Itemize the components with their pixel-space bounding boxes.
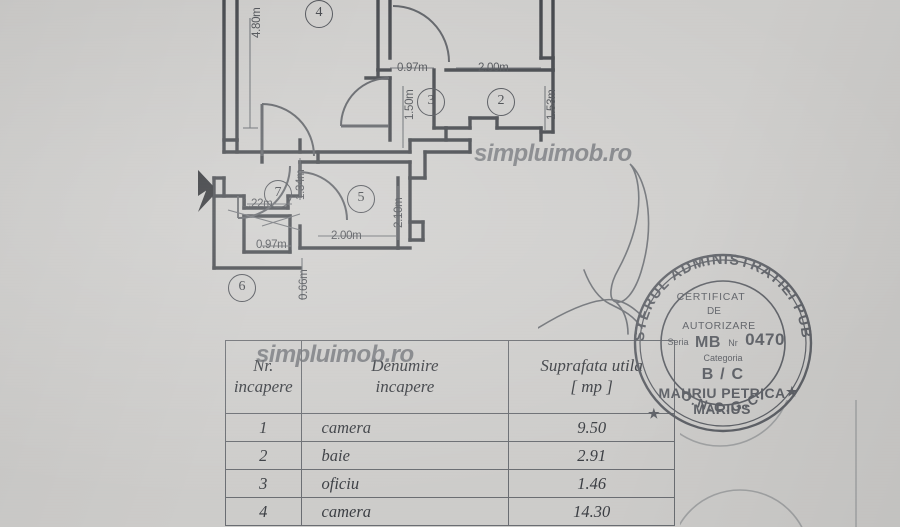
cell-area: 1.46 — [508, 469, 675, 498]
cell-nr: 1 — [225, 413, 302, 442]
dimension-1-53m: 1.53m — [546, 89, 558, 120]
dimension-4-80m: 4.80m — [251, 7, 263, 38]
dimension-0-66m: 0.66m — [298, 269, 310, 300]
room-badge-4: 4 — [305, 0, 333, 28]
dimension-2-10m: 2.10m — [393, 197, 405, 228]
cell-area: 2.91 — [508, 441, 675, 470]
header-cell-nr: Nr. incapere — [225, 340, 302, 414]
cell-nr: 3 — [225, 469, 302, 498]
room-badge-6: 6 — [228, 274, 256, 302]
header-nr-line1: Nr. — [253, 356, 274, 376]
room-badge-3: 3 — [417, 88, 445, 116]
header-nr-line2: incapere — [233, 377, 293, 396]
dimension-2-00m-top: 2.00m — [478, 62, 509, 74]
cell-name: camera — [300, 413, 510, 442]
table-body: 1 camera 9.50 2 baie 2.91 3 oficiu 1.46 … — [225, 413, 675, 526]
room-badge-7: 7 — [264, 180, 292, 208]
table-row: 1 camera 9.50 — [225, 413, 675, 442]
dimension-1-34m: 1.34m — [295, 169, 307, 200]
door-arc-room4 — [261, 103, 315, 157]
entrance-arrow-head — [198, 170, 213, 196]
room-badge-5: 5 — [347, 185, 375, 213]
dimension-lines — [227, 18, 546, 300]
header-area-line1: Suprafata utila — [540, 356, 643, 376]
header-name-line1: Denumire — [371, 356, 439, 376]
table-row: 2 baie 2.91 — [225, 441, 675, 470]
door-arc-room5 — [298, 171, 348, 221]
header-name-line2: incapere — [375, 377, 435, 396]
header-cell-area: Suprafata utila [ mp ] — [508, 340, 675, 414]
cell-area: 9.50 — [508, 413, 675, 442]
cell-area: 14.30 — [508, 497, 675, 526]
table-header: Nr. incapere Denumire incapere Suprafata… — [225, 340, 675, 414]
header-area-line2: [ mp ] — [570, 377, 613, 396]
room-badge-2: 2 — [487, 88, 515, 116]
dimension-0-97m-low: 0.97m — [256, 239, 287, 251]
dimension-1-50m: 1.50m — [404, 89, 416, 120]
wall-lines — [212, 0, 555, 270]
dimension-0-97m-top: 0.97m — [397, 62, 428, 74]
table-row: 4 camera 14.30 — [225, 497, 675, 526]
dimension-2-00m-low: 2.00m — [331, 230, 362, 242]
cell-nr: 4 — [225, 497, 302, 526]
cell-nr: 2 — [225, 441, 302, 470]
cell-name: oficiu — [300, 469, 510, 498]
cell-name: baie — [300, 441, 510, 470]
door-arc-room3-top — [392, 5, 450, 63]
door-arc-room3-left — [340, 77, 390, 127]
header-cell-name: Denumire incapere — [300, 340, 510, 414]
cell-name: camera — [300, 497, 510, 526]
table-header-row: Nr. incapere Denumire incapere Suprafata… — [225, 340, 675, 414]
dimension-1-22m: 1.22m — [242, 198, 273, 210]
room-schedule-table: Nr. incapere Denumire incapere Suprafata… — [225, 340, 675, 526]
table-row: 3 oficiu 1.46 — [225, 469, 675, 498]
